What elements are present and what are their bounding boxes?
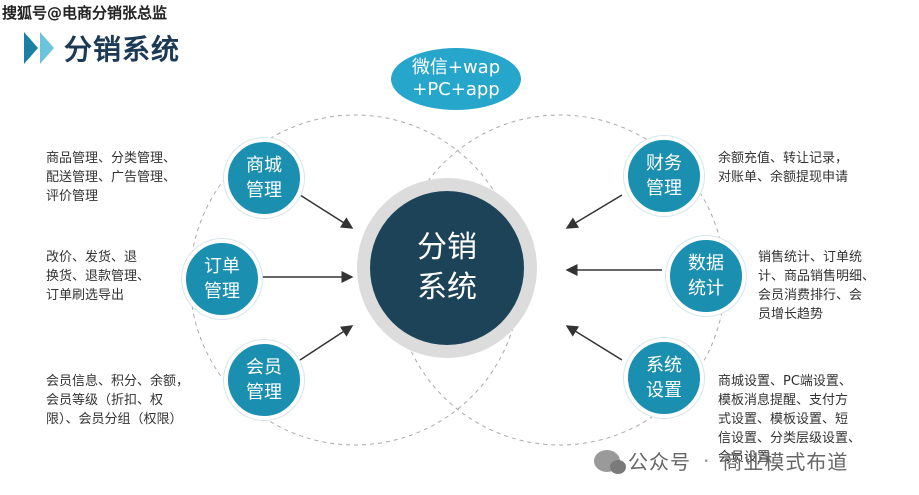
desc-line: 员增长趋势	[758, 307, 824, 322]
node-order: 订单管理	[182, 239, 262, 319]
node-finance-line1: 财务	[646, 153, 682, 174]
desc-line: 会员信息、积分、余额，	[46, 374, 190, 389]
desc-finance: 余额充值、转让记录， 对账单、余额提现申请	[718, 149, 848, 187]
arrow-finance	[565, 194, 623, 229]
desc-line: 信设置、分类层级设置、	[718, 431, 862, 446]
desc-member: 会员信息、积分、余额， 会员等级（折扣、权 限）、会员分组（权限）	[46, 372, 189, 429]
page-title: 分销系统	[64, 33, 181, 66]
node-order-line1: 订单	[204, 256, 240, 277]
channel-oval: 微信+wap +PC+app	[391, 48, 521, 110]
node-member: 会员管理	[224, 340, 304, 420]
chevron-icon	[24, 32, 38, 64]
node-order-line2: 管理	[204, 281, 240, 302]
desc-line: 商品管理、分类管理、	[46, 151, 177, 166]
center-node: 分销 系统	[370, 191, 524, 345]
title-bar: 分销系统	[24, 28, 180, 68]
node-settings-line2: 设置	[646, 380, 682, 401]
wechat-icon	[594, 449, 626, 474]
node-member-line2: 管理	[246, 382, 282, 403]
desc-line: 会员消费排行、会	[758, 288, 863, 303]
desc-line: 对账单、余额提现申请	[718, 170, 849, 185]
node-settings: 系统设置	[624, 338, 704, 418]
watermark-sep: ·	[703, 448, 711, 473]
desc-line: 会员等级（折扣、权	[46, 393, 164, 408]
arrow-member	[299, 325, 354, 361]
desc-line: 限）、会员分组（权限）	[46, 412, 183, 427]
channel-line1: 微信+wap	[411, 57, 501, 78]
desc-line: 商城设置、PC端设置、	[718, 374, 852, 389]
watermark-bottom: 公众号 · 商业模式布道	[594, 446, 848, 475]
desc-settings: 商城设置、PC端设置、 模板消息提醒、支付方 式设置、模板设置、短 信设置、分类…	[718, 372, 861, 467]
desc-mall: 商品管理、分类管理、 配送管理、广告管理、 评价管理	[46, 149, 176, 206]
watermark-name: 商业模式布道	[722, 450, 849, 474]
node-data: 数据统计	[666, 236, 746, 316]
node-mall-line2: 管理	[246, 180, 282, 201]
desc-line: 换货、退款管理、	[46, 269, 151, 284]
node-data-line1: 数据	[688, 253, 724, 274]
node-data-line2: 统计	[688, 278, 724, 299]
desc-line: 配送管理、广告管理、	[46, 170, 177, 185]
chevron-icon-light	[40, 32, 54, 64]
node-member-line1: 会员	[246, 357, 282, 378]
desc-line: 式设置、模板设置、短	[718, 412, 849, 427]
node-settings-line1: 系统	[646, 355, 682, 376]
desc-order: 改价、发货、退 换货、退款管理、 订单刷选导出	[46, 248, 150, 305]
desc-line: 销售统计、订单统	[758, 250, 863, 265]
desc-line: 订单刷选导出	[46, 288, 125, 303]
desc-line: 改价、发货、退	[46, 250, 138, 265]
desc-line: 余额充值、转让记录，	[718, 151, 849, 166]
node-mall-line1: 商城	[246, 155, 282, 176]
watermark-prefix: 公众号	[628, 450, 691, 474]
center-line2: 系统	[417, 270, 477, 305]
channel-line2: +PC+app	[412, 79, 500, 100]
desc-line: 会员设置	[718, 450, 771, 465]
desc-line: 评价管理	[46, 189, 99, 204]
watermark-top: 搜狐号@电商分销张总监	[2, 4, 168, 22]
desc-data: 销售统计、订单统 计、商品销售明细、 会员消费排行、会 员增长趋势	[758, 248, 875, 324]
node-finance: 财务管理	[624, 136, 704, 216]
node-finance-line2: 管理	[646, 178, 682, 199]
desc-line: 模板消息提醒、支付方	[718, 393, 849, 408]
center-line1: 分销	[417, 230, 477, 265]
node-mall: 商城管理	[224, 138, 304, 218]
arrow-settings	[565, 325, 623, 361]
desc-line: 计、商品销售明细、	[758, 269, 876, 284]
arrow-mall	[299, 194, 354, 229]
